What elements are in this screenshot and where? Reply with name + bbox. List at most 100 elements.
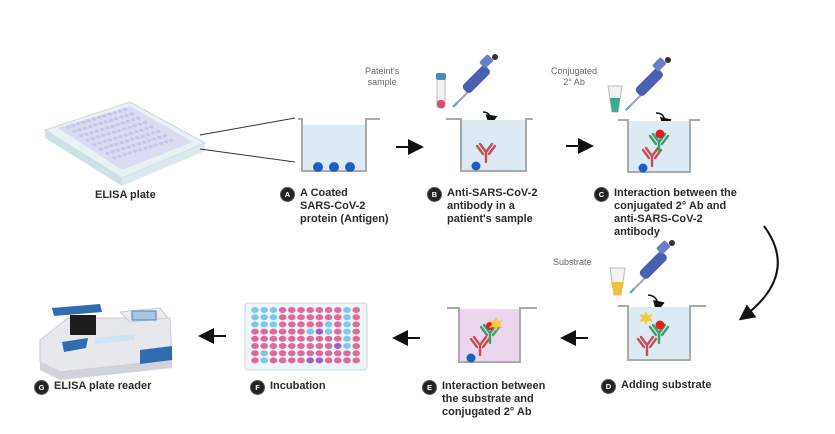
step-badge: B xyxy=(427,187,442,202)
substrate-tube-icon xyxy=(609,267,626,296)
elisa-plate-well xyxy=(164,140,169,144)
plate-well xyxy=(343,321,351,328)
elisa-plate-well xyxy=(111,130,117,134)
plate-well xyxy=(288,328,296,335)
elisa-plate-well xyxy=(140,134,145,138)
elisa-plate-well xyxy=(82,126,88,130)
plate-well xyxy=(334,343,342,349)
step-line: Interaction between the xyxy=(614,187,737,199)
elisa-plate-well xyxy=(71,123,76,127)
antigen-dot xyxy=(313,162,323,172)
plate-well xyxy=(297,335,305,342)
elisa-plate-well xyxy=(110,150,116,154)
plate-well xyxy=(352,314,361,321)
plate-well xyxy=(260,350,269,357)
elisa-plate-well xyxy=(89,131,94,135)
plate-well xyxy=(269,343,278,349)
conjugate-label: Conjugated 2° Ab xyxy=(551,66,597,88)
pipette-icon xyxy=(452,52,499,108)
plate-well xyxy=(315,314,324,321)
plate-well xyxy=(352,328,361,335)
plate-well xyxy=(288,321,296,328)
plate-well xyxy=(334,314,342,321)
plate-well xyxy=(288,307,296,313)
elisa-plate-well xyxy=(116,129,122,133)
step-line: Adding substrate xyxy=(621,379,712,391)
plate-well xyxy=(251,307,259,313)
plate-well xyxy=(343,314,351,321)
well-d xyxy=(618,305,706,361)
plate-well xyxy=(269,314,278,321)
elisa-plate-well xyxy=(90,137,96,141)
plate-well xyxy=(278,328,287,335)
elisa-plate-well xyxy=(148,145,153,149)
elisa-plate-well xyxy=(122,127,127,131)
plate-well xyxy=(315,343,324,349)
elisa-plate-image xyxy=(43,101,207,186)
elisa-plate-well xyxy=(88,125,93,129)
conjugate-tube-icon xyxy=(607,85,623,113)
elisa-plate-well xyxy=(138,148,143,152)
elisa-plate-well xyxy=(137,122,142,126)
elisa-plate-well xyxy=(65,125,71,129)
well-e xyxy=(447,307,537,363)
elisa-plate-well xyxy=(132,124,137,128)
elisa-plate-well xyxy=(145,133,150,137)
step-line: the substrate and xyxy=(442,393,534,405)
plate-well xyxy=(251,328,259,335)
plate-well xyxy=(343,307,351,313)
plate-well xyxy=(278,314,287,321)
elisa-plate-well xyxy=(76,122,81,126)
step-line: patient's sample xyxy=(447,213,533,225)
elisa-plate-well xyxy=(132,149,138,153)
step-line: anti-SARS-CoV-2 xyxy=(614,213,703,225)
elisa-plate-well xyxy=(139,128,144,132)
plate-well xyxy=(352,343,361,349)
plate-well xyxy=(343,357,351,364)
plate-well xyxy=(324,307,333,313)
elisa-plate-well xyxy=(102,114,107,118)
elisa-plate-well xyxy=(135,136,140,140)
plate-well xyxy=(278,335,287,342)
elisa-plate-well xyxy=(96,135,101,139)
step-d: D Adding substrate xyxy=(601,379,711,394)
elisa-plate-well xyxy=(150,131,156,135)
elisa-plate-well xyxy=(97,141,102,145)
plate-well xyxy=(324,314,333,321)
plate-well xyxy=(343,343,351,349)
plate-well xyxy=(334,307,342,313)
elisa-plate-well xyxy=(114,142,119,146)
plate-well xyxy=(324,357,333,364)
plate-well xyxy=(315,335,324,342)
step-f: F Incubation xyxy=(250,380,326,395)
plate-well xyxy=(278,343,287,349)
elisa-plate-well xyxy=(147,139,152,143)
elisa-plate-well xyxy=(123,107,128,111)
elisa-plate-well xyxy=(102,139,108,143)
elisa-plate-well xyxy=(157,135,162,139)
plate-well xyxy=(260,357,269,364)
plate-well xyxy=(297,321,305,328)
arrow-c-to-d xyxy=(738,225,779,321)
plate-well xyxy=(352,357,361,364)
elisa-plate-well xyxy=(149,125,154,129)
pipette-icon xyxy=(625,55,672,111)
step-line: Interaction between xyxy=(442,380,546,392)
sample-label-line: Pateint's xyxy=(365,66,400,76)
elisa-plate-well xyxy=(127,125,132,129)
plate-well xyxy=(288,343,296,349)
sample-label: Pateint's sample xyxy=(365,66,399,88)
elisa-plate-well xyxy=(158,141,164,145)
elisa-plate-well xyxy=(104,145,109,149)
plate-well xyxy=(306,321,315,328)
elisa-plate-well xyxy=(105,151,110,155)
plate-well xyxy=(315,307,324,313)
step-line: A Coated xyxy=(300,187,348,199)
step-description: Adding substrate xyxy=(621,379,711,392)
plate-well xyxy=(251,343,259,349)
elisa-plate-well xyxy=(152,137,157,141)
elisa-plate-well xyxy=(91,117,97,121)
elisa-plate-well xyxy=(97,115,102,119)
elisa-plate-well xyxy=(110,124,115,128)
plate-well xyxy=(334,350,342,357)
